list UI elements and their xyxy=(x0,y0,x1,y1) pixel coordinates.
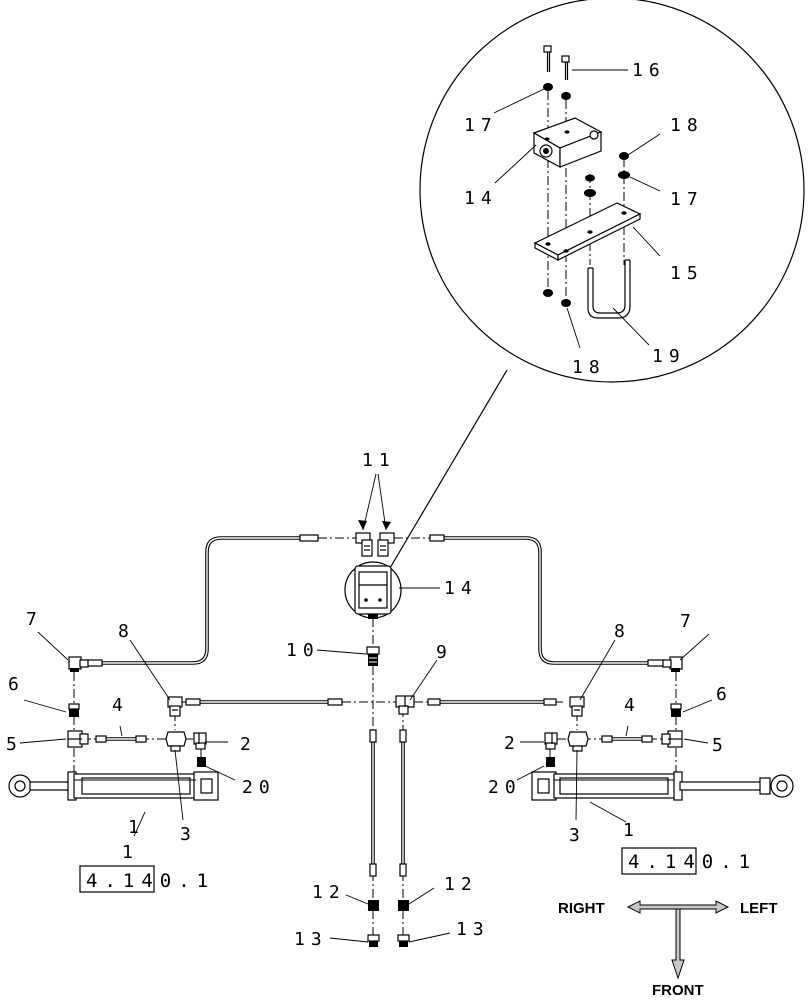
elbow-fitting-7-right xyxy=(662,656,683,672)
callout-2-left: 2 xyxy=(240,734,257,755)
tee-fitting-5-left xyxy=(67,730,89,748)
washer-17-right xyxy=(618,171,630,179)
callout-7-right: 7 xyxy=(680,611,697,632)
detail-view: 16 17 18 14 17 15 19 18 xyxy=(389,0,805,569)
fitting-12-left xyxy=(368,900,379,911)
ref-right: 4.140.1 xyxy=(628,851,757,873)
ref-left: 4.140.1 xyxy=(86,870,215,892)
tee-fitting-9 xyxy=(395,695,415,715)
orientation-arrow-horizontal xyxy=(626,900,730,914)
callout-18-top: 18 xyxy=(670,115,704,136)
orientation-indicator: RIGHT LEFT FRONT xyxy=(558,900,778,999)
callout-5-right: 5 xyxy=(712,735,729,756)
ref-box-right xyxy=(621,847,697,875)
callout-8-left: 8 xyxy=(118,621,135,642)
callout-15: 15 xyxy=(670,263,704,284)
valve-block xyxy=(532,117,603,169)
callout-13-left: 13 xyxy=(294,929,328,950)
cylinder-left xyxy=(8,771,219,801)
callout-9: 9 xyxy=(436,642,453,663)
orientation-arrow-front xyxy=(671,908,685,980)
tee-fitting-3-left xyxy=(165,731,187,752)
elbow-fitting-11-right xyxy=(377,532,395,557)
nut-18-bottom-a xyxy=(543,289,553,297)
callout-10: 10 xyxy=(286,640,320,661)
washer-17-b xyxy=(561,92,571,100)
bolts-16 xyxy=(543,45,570,80)
tee-fitting-3-right xyxy=(567,731,589,752)
fittings xyxy=(67,532,683,947)
fitting-10 xyxy=(366,646,380,666)
callout-6-right: 6 xyxy=(716,684,733,705)
callout-2-right: 2 xyxy=(504,733,521,754)
callout-3-right: 3 xyxy=(569,825,586,846)
orientation-front-label: FRONT xyxy=(652,982,704,999)
callout-8-right: 8 xyxy=(614,621,631,642)
callout-1-right-a: 1 xyxy=(623,820,640,841)
callout-12-left: 12 xyxy=(312,882,346,903)
leader-lines xyxy=(19,473,713,943)
adapter-20-left xyxy=(197,757,206,767)
callout-19: 19 xyxy=(652,346,686,367)
callout-3-left: 3 xyxy=(180,824,197,845)
detail-leader xyxy=(389,369,508,569)
orientation-right-label: RIGHT xyxy=(558,900,605,917)
detail-circle xyxy=(419,0,805,383)
reference-boxes: 4.140.1 4.140.1 xyxy=(79,847,757,893)
callout-17-right: 17 xyxy=(670,189,704,210)
valve-14-main xyxy=(344,561,402,619)
callout-14-main: 14 xyxy=(444,578,478,599)
callout-13-right: 13 xyxy=(456,919,490,940)
u-bolt xyxy=(587,259,631,319)
elbow-fitting-8-left xyxy=(167,696,183,717)
nut-18-top xyxy=(619,152,629,160)
callout-18-bottom: 18 xyxy=(572,357,606,378)
callout-11: 11 xyxy=(362,450,396,471)
ref-box-left xyxy=(79,865,155,893)
elbow-fitting-8-right xyxy=(569,696,585,717)
elbow-fitting-11-left xyxy=(355,532,373,557)
callout-12-right: 12 xyxy=(444,874,478,895)
cap-13-left xyxy=(367,934,380,947)
callout-5-left: 5 xyxy=(6,734,23,755)
cap-13-right xyxy=(397,934,410,947)
nut-18-bottom-b xyxy=(561,299,571,307)
adapter-20-right xyxy=(546,757,555,767)
callout-17-left: 17 xyxy=(464,115,498,136)
elbow-fitting-2-right xyxy=(544,732,558,750)
elbow-fitting-2-left xyxy=(193,732,207,750)
adapter-6-left xyxy=(68,703,80,717)
washer-17-a xyxy=(543,83,553,91)
elbow-fitting-7-left xyxy=(68,656,89,672)
callout-20-right: 20 xyxy=(488,777,522,798)
cylinder-right xyxy=(531,771,794,801)
callout-1-left-b: 1 xyxy=(122,842,139,863)
callout-4-right: 4 xyxy=(624,695,641,716)
tee-fitting-5-right xyxy=(661,730,683,748)
callout-14-detail: 14 xyxy=(464,188,498,209)
center-lines xyxy=(73,618,677,935)
mounting-plate xyxy=(533,202,642,261)
callout-7-left: 7 xyxy=(26,609,43,630)
callout-6-left: 6 xyxy=(8,674,25,695)
orientation-left-label: LEFT xyxy=(740,900,778,917)
callout-20-left: 20 xyxy=(242,777,276,798)
callout-4-left: 4 xyxy=(112,695,129,716)
adapter-6-right xyxy=(670,703,682,717)
callout-16: 16 xyxy=(632,60,666,81)
fitting-12-right xyxy=(398,900,409,911)
callout-1-left-a: 1 xyxy=(128,817,145,838)
callout-labels: 11 14 10 9 7 7 8 8 6 6 4 4 5 5 2 2 20 20… xyxy=(6,450,733,950)
